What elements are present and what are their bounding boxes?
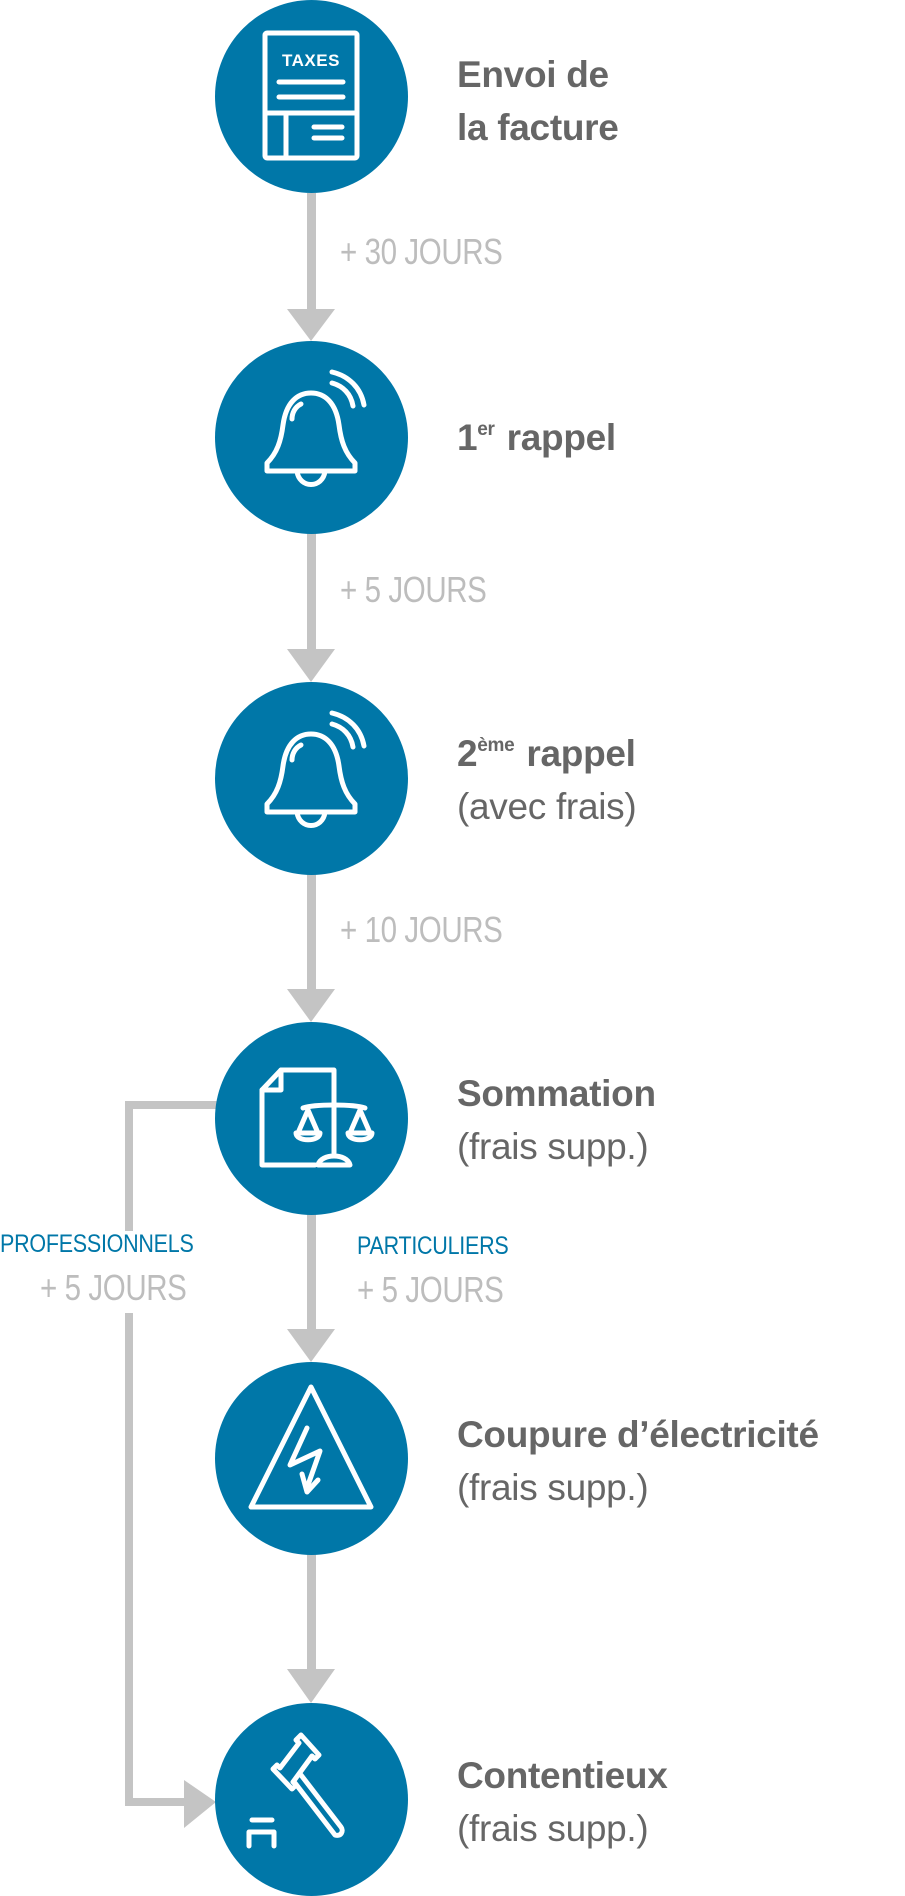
step-contentieux-label: Contentieux (frais supp.) — [457, 1749, 668, 1855]
step-envoi-facture-label: Envoi de la facture — [457, 48, 619, 154]
branch-label-particuliers: PARTICULIERS — [357, 1232, 509, 1260]
connector-line-4 — [307, 1213, 316, 1331]
step-subtitle: (frais supp.) — [457, 1808, 649, 1849]
step-title-number: 1 — [457, 417, 478, 458]
branch-label-professionnels: PROFESSIONNELS — [0, 1230, 194, 1258]
gavel-icon — [246, 1732, 345, 1849]
arrowhead-2 — [287, 649, 335, 682]
step-title-text: rappel — [516, 733, 636, 774]
legal-document-scales-icon — [259, 1067, 375, 1168]
step-subtitle: (frais supp.) — [457, 1467, 649, 1508]
step-title-superscript: ème — [477, 735, 515, 756]
step-title: 2ème rappel — [457, 727, 636, 780]
connector-line-1 — [307, 193, 316, 311]
step-title: 1er rappel — [457, 411, 616, 464]
arrowhead-1 — [287, 309, 335, 341]
connector-line-2 — [307, 533, 316, 651]
interval-label-5-days: + 5 JOURS — [340, 569, 487, 610]
step-premier-rappel-circle — [215, 341, 408, 534]
bell-ringing-icon — [264, 710, 367, 828]
branch-line-top — [125, 1101, 220, 1109]
step-title: Contentieux — [457, 1755, 668, 1796]
step-title-number: 2 — [457, 733, 478, 774]
branch-line-vertical-lower — [125, 1313, 133, 1806]
step-subtitle: (avec frais) — [457, 786, 637, 827]
connector-line-5 — [307, 1553, 316, 1671]
interval-label-10-days: + 10 JOURS — [340, 909, 503, 950]
step-title-superscript: er — [477, 419, 495, 440]
high-voltage-warning-icon — [248, 1384, 374, 1510]
interval-label-particuliers-5-days: + 5 JOURS — [357, 1269, 504, 1310]
arrowhead-3 — [287, 989, 335, 1022]
step-envoi-facture-circle: TAXES — [215, 0, 408, 193]
step-title-line2: la facture — [457, 107, 619, 148]
step-title: Coupure d’électricité — [457, 1414, 819, 1455]
interval-label-30-days: + 30 JOURS — [340, 231, 503, 272]
step-title: Envoi de — [457, 54, 609, 95]
step-sommation-circle — [215, 1022, 408, 1215]
step-deuxieme-rappel-label: 2ème rappel (avec frais) — [457, 727, 637, 833]
branch-arrowhead — [184, 1780, 216, 1828]
connector-line-3 — [307, 874, 316, 992]
step-premier-rappel-label: 1er rappel — [457, 411, 616, 464]
arrowhead-4 — [287, 1329, 335, 1362]
step-deuxieme-rappel-circle — [215, 682, 408, 875]
step-sommation-label: Sommation (frais supp.) — [457, 1067, 656, 1173]
step-contentieux-circle — [215, 1703, 408, 1896]
step-coupure-circle — [215, 1362, 408, 1555]
step-title: Sommation — [457, 1073, 656, 1114]
invoice-taxes-label: TAXES — [282, 51, 340, 70]
branch-line-vertical-upper — [125, 1101, 133, 1231]
branch-line-bottom — [125, 1798, 187, 1806]
arrowhead-5 — [287, 1669, 335, 1703]
invoice-taxes-icon: TAXES — [262, 30, 360, 161]
interval-label-professionnels-5-days: + 5 JOURS — [40, 1267, 187, 1308]
step-subtitle: (frais supp.) — [457, 1126, 649, 1167]
step-title-text: rappel — [496, 417, 617, 458]
step-coupure-label: Coupure d’électricité (frais supp.) — [457, 1408, 819, 1514]
bell-ringing-icon — [264, 369, 367, 487]
